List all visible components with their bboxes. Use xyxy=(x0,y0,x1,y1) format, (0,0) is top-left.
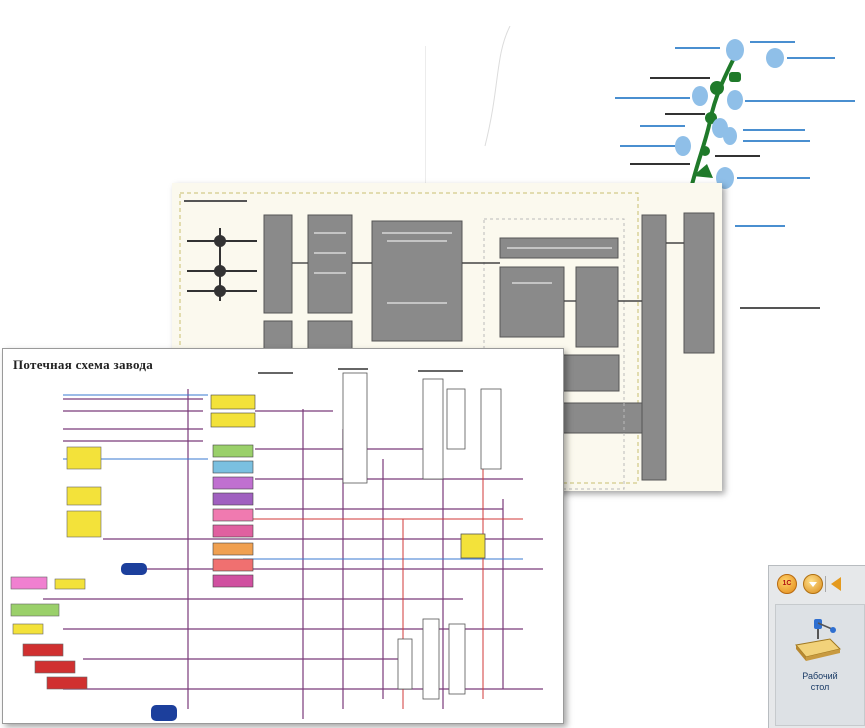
process-block xyxy=(308,215,352,313)
lamp-head xyxy=(830,627,836,633)
unit-box xyxy=(55,579,85,589)
unit-stack xyxy=(211,395,255,587)
column-vessel xyxy=(449,624,465,694)
unit-box xyxy=(67,487,101,505)
process-block xyxy=(264,215,292,313)
branch-node xyxy=(700,146,710,156)
unit-box xyxy=(67,447,101,469)
1c-logo-text: 1С xyxy=(778,575,796,593)
process-block xyxy=(372,221,462,341)
unit-box xyxy=(213,559,253,571)
desktop-button-label: Рабочий стол xyxy=(776,671,864,693)
process-block xyxy=(642,215,666,480)
unit-box xyxy=(213,445,253,457)
process-block xyxy=(557,403,649,433)
unit-box xyxy=(35,661,75,673)
unit-box xyxy=(211,413,255,427)
unit-box xyxy=(67,511,101,537)
unit-box xyxy=(213,493,253,505)
flow-lines-red xyxy=(233,469,523,709)
unit-blob xyxy=(121,563,147,575)
top-label-strokes xyxy=(258,369,463,373)
process-block xyxy=(264,321,292,351)
unit-box xyxy=(213,525,253,537)
desktop-panel: 1С Рабочий стол xyxy=(768,565,865,728)
desktop-table-icon xyxy=(792,615,842,667)
branch-node xyxy=(710,81,724,95)
unit-blob xyxy=(151,705,177,721)
leaf-node xyxy=(675,136,691,156)
unit-box xyxy=(213,461,253,473)
desktop-button[interactable]: Рабочий стол xyxy=(775,604,865,726)
process-block xyxy=(576,267,618,347)
dropdown-circle-icon[interactable] xyxy=(803,574,823,594)
leaf-node xyxy=(723,127,737,145)
unit-box xyxy=(213,575,253,587)
blue-units xyxy=(121,563,177,721)
process-block xyxy=(308,321,352,351)
unit-box xyxy=(213,477,253,489)
unit-box xyxy=(23,644,63,656)
toolbar-separator xyxy=(825,576,826,592)
column-vessel xyxy=(423,379,443,479)
guide-curve xyxy=(485,26,510,146)
process-block xyxy=(500,267,564,337)
process-block xyxy=(557,355,619,391)
vessels xyxy=(343,373,501,699)
unit-box xyxy=(11,577,47,589)
leaf-node xyxy=(692,86,708,106)
column-vessel xyxy=(343,373,367,483)
leaf-node xyxy=(726,39,744,61)
left-units xyxy=(11,447,101,689)
unit-box xyxy=(11,604,59,616)
column-vessel xyxy=(423,619,439,699)
column-vessel xyxy=(481,389,501,469)
unit-box xyxy=(211,395,255,409)
process-block xyxy=(684,213,714,353)
unit-box xyxy=(47,677,87,689)
unit-box xyxy=(13,624,43,634)
leaf-node xyxy=(766,48,784,68)
desktop-label-line1: Рабочий xyxy=(776,671,864,682)
column-vessel xyxy=(447,389,465,449)
flow-chart xyxy=(3,349,563,723)
branch-node xyxy=(729,72,741,82)
column-vessel xyxy=(398,639,412,689)
back-arrow-icon[interactable] xyxy=(831,577,841,591)
unit-box xyxy=(213,543,253,555)
unit-box xyxy=(461,534,485,558)
leaf-node xyxy=(727,90,743,110)
unit-box xyxy=(213,509,253,521)
desktop-label-line2: стол xyxy=(776,682,864,693)
valve-symbols xyxy=(187,228,257,301)
flow-chart-sheet: Потечная схема завода xyxy=(2,348,564,724)
1c-logo-icon[interactable]: 1С xyxy=(777,574,797,594)
